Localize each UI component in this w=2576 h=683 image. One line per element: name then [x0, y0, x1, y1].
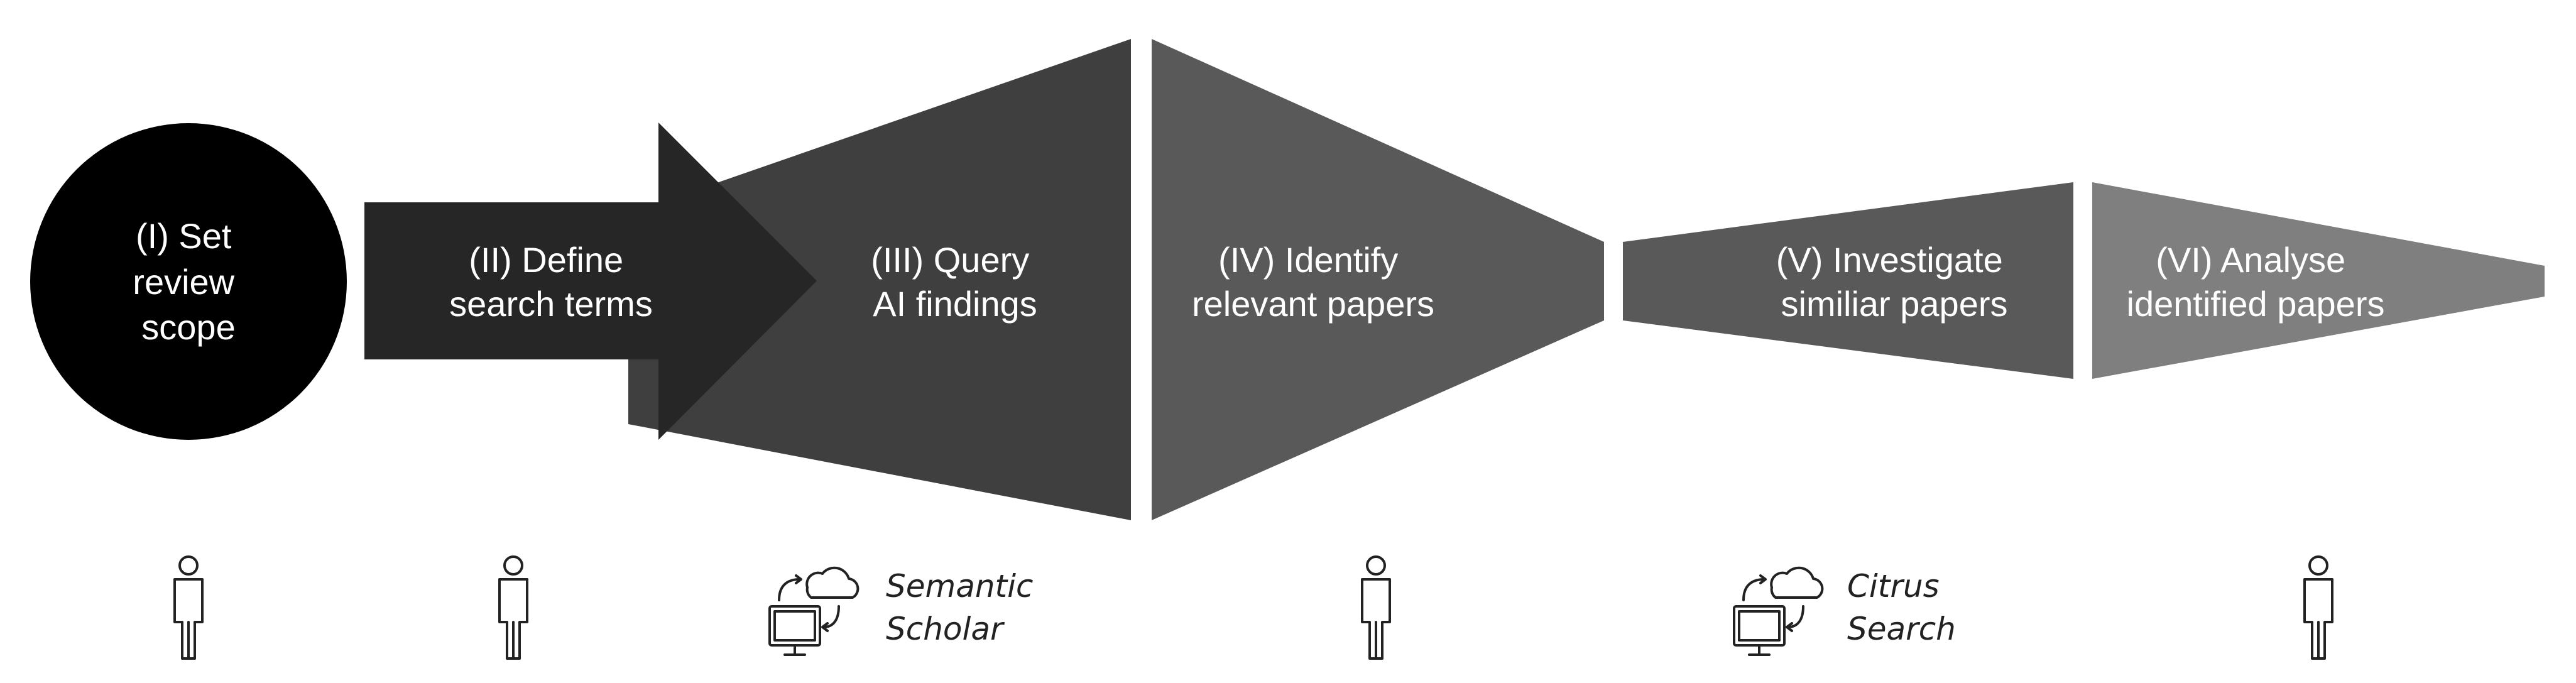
tool-label-citrus-search: Citrus Search: [1847, 568, 1956, 647]
stage-6-label-line: identified papers: [2127, 284, 2385, 324]
tool-label-line: Scholar: [886, 611, 1005, 647]
stage-1-label-line: scope: [141, 307, 235, 347]
stage-3-shape: [628, 39, 1131, 520]
stage-5-label-line: (V) Investigate: [1776, 240, 2003, 280]
stage-1-label: (I) Set review scope: [133, 216, 244, 347]
stage-3-label-line: AI findings: [873, 284, 1037, 324]
stage-5-label-line: similiar papers: [1781, 284, 2008, 324]
person-icon: [1361, 555, 1391, 660]
person-icon: [2303, 555, 2333, 660]
computer-cloud-icon: [1733, 566, 1824, 656]
stage-2-arrow: [364, 123, 817, 440]
computer-cloud-icon: [768, 566, 860, 656]
stage-4-label-line: (IV) Identify: [1218, 240, 1398, 280]
stage-1-circle: [30, 123, 347, 440]
person-icon: [173, 555, 204, 660]
person-icon: [498, 555, 528, 660]
tool-label-semantic-scholar: Semantic Scholar: [886, 568, 1043, 647]
tool-label-line: Semantic: [886, 568, 1034, 604]
stage-4-label-line: relevant papers: [1192, 284, 1434, 324]
stage-3-label: (III) Query AI findings: [871, 240, 1039, 324]
stage-2-label-line: search terms: [449, 284, 653, 324]
stage-3-label-line: (III) Query: [871, 240, 1029, 280]
stage-4-shape: [1152, 39, 1604, 520]
stage-2-label-line: (II) Define: [469, 240, 623, 280]
stage-4-label: (IV) Identify relevant papers: [1192, 240, 1434, 324]
stage-6-shape: [2092, 182, 2545, 379]
stage-6-label: (VI) Analyse identified papers: [2127, 240, 2385, 324]
stage-5-label: (V) Investigate similiar papers: [1776, 240, 2013, 324]
stage-2-label: (II) Define search terms: [449, 240, 653, 324]
stage-6-label-line: (VI) Analyse: [2156, 240, 2345, 280]
stage-1-label-line: review: [133, 262, 234, 302]
stage-5-shape: [1623, 182, 2073, 379]
tool-label-line: Citrus: [1847, 568, 1940, 604]
tool-label-line: Search: [1847, 611, 1956, 647]
stage-1-label-line: (I) Set: [136, 216, 232, 256]
